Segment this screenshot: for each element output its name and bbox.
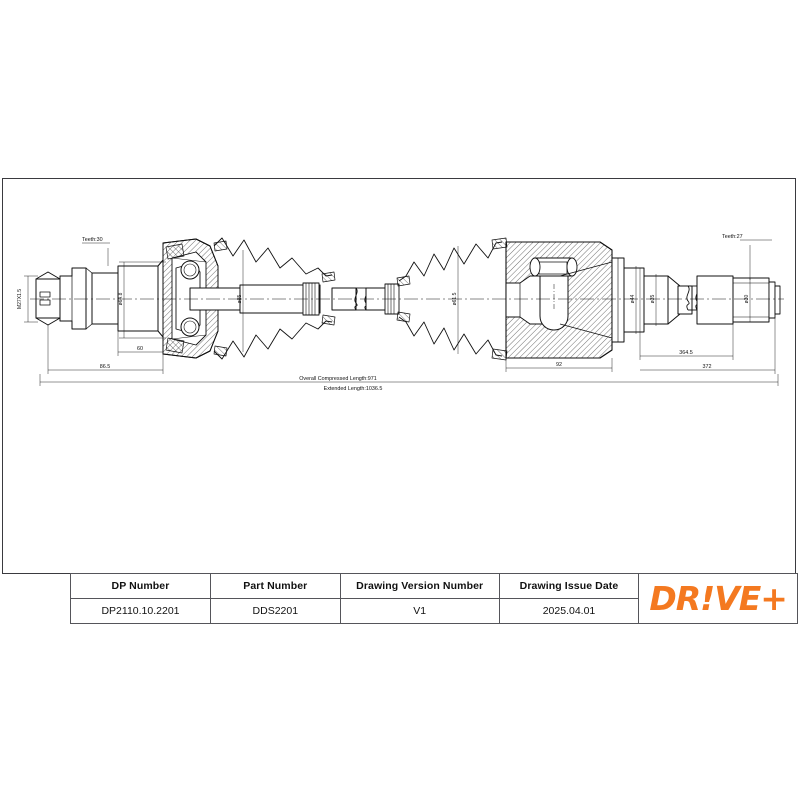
header-dp-number: DP Number xyxy=(70,573,211,599)
logo-exclamation-icon: ! xyxy=(700,579,715,618)
brand-logo-cell: DR!VE+ xyxy=(638,573,798,624)
value-part-number: DDS2201 xyxy=(210,598,341,624)
header-drawing-issue-date: Drawing Issue Date xyxy=(498,573,640,599)
title-block-header-row: DP Number Part Number Drawing Version Nu… xyxy=(70,573,798,624)
value-dp-number: DP2110.10.2201 xyxy=(70,598,211,624)
header-drawing-version-number: Drawing Version Number xyxy=(339,573,500,599)
header-part-number: Part Number xyxy=(210,573,341,599)
value-drawing-version-number: V1 xyxy=(339,598,500,624)
drawing-frame-border xyxy=(2,178,796,574)
title-block-table: DP Number Part Number Drawing Version Nu… xyxy=(70,573,798,624)
value-drawing-issue-date: 2025.04.01 xyxy=(498,598,640,624)
logo-text-part1: DR xyxy=(649,579,701,618)
drive-plus-logo: DR!VE+ xyxy=(639,575,797,623)
title-block-value-row: DP2110.10.2201 DDS2201 V1 2025.04.01 xyxy=(70,598,798,624)
logo-text-part2: VE+ xyxy=(714,579,788,618)
